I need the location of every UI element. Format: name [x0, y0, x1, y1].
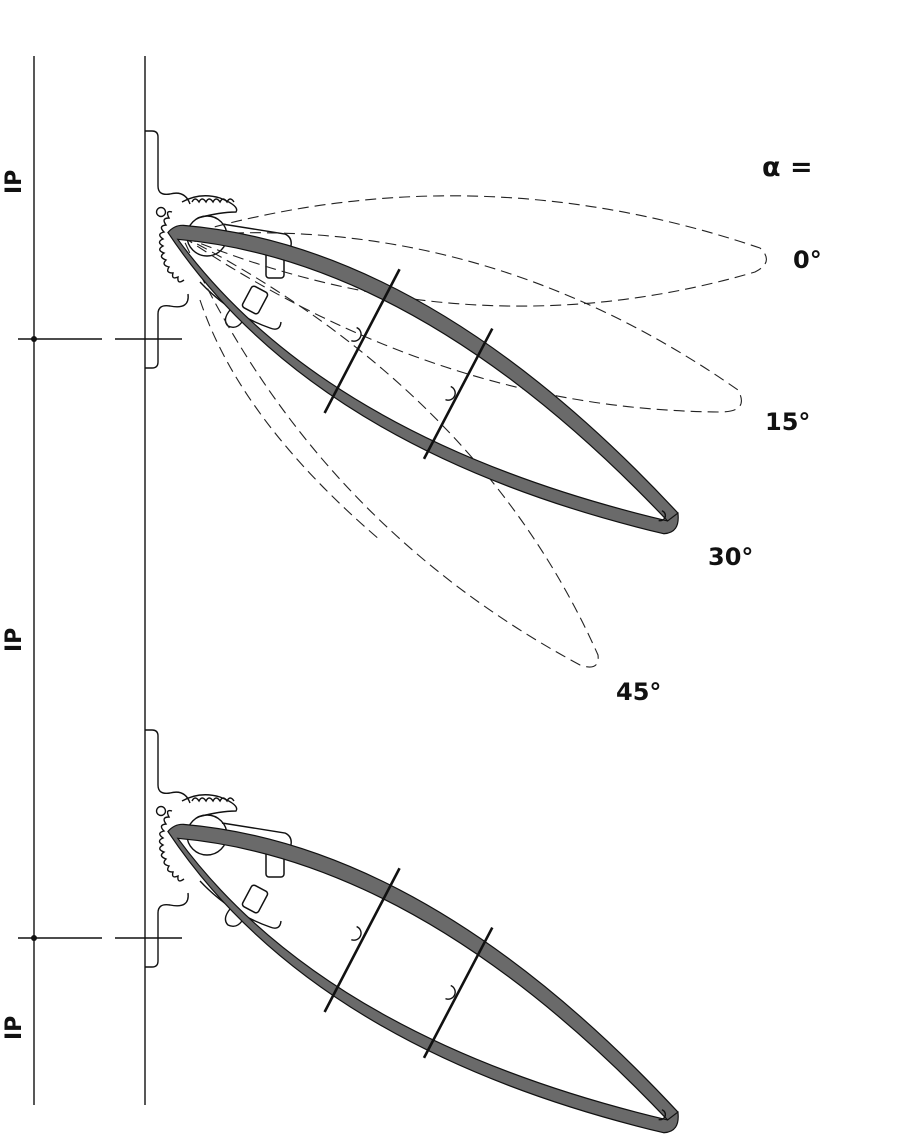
dimension-dot-upper [31, 336, 37, 342]
blade-outline-15deg [180, 232, 742, 413]
angle-label-45: 45° [616, 678, 661, 706]
louvre-blade-30deg [127, 158, 720, 596]
spacing-label-top: IP [2, 170, 27, 194]
louvre-blade-lower [127, 757, 720, 1144]
spacing-label-bottom: IP [2, 1016, 27, 1040]
angle-label-0: 0° [793, 246, 822, 274]
dimension-dot-lower [31, 935, 37, 941]
lower-arc-dash [199, 299, 381, 541]
angle-label-15: 15° [765, 408, 810, 436]
alpha-label: α = [762, 152, 813, 183]
blade-outline-45deg [180, 234, 599, 668]
angle-label-30: 30° [708, 543, 753, 571]
spacing-label-middle: IP [2, 628, 27, 652]
